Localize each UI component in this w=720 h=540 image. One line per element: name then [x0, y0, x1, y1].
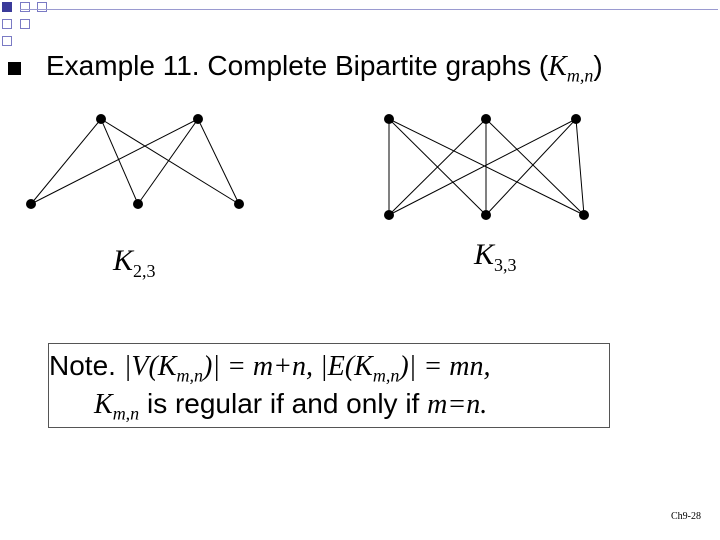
note-math: |V(K	[123, 351, 177, 382]
graph-k23-label: K2,3	[113, 244, 156, 282]
note-sub: m,n	[112, 403, 140, 424]
edge	[575, 118, 585, 216]
header-rule	[20, 9, 718, 10]
vertex	[193, 114, 203, 124]
edge	[388, 118, 487, 216]
corner-square	[37, 2, 47, 12]
note-line-2: Km,n is regular if and only if m=n.	[94, 388, 487, 425]
note-math: )| = mn,	[399, 351, 491, 382]
graph-label-sub: 3,3	[494, 255, 517, 275]
corner-square	[20, 2, 30, 12]
graph-k33-label: K3,3	[474, 238, 517, 276]
edge	[137, 118, 199, 205]
note-sub: m,n	[372, 365, 400, 386]
vertex	[571, 114, 581, 124]
note-sub: m,n	[176, 365, 204, 386]
note-line-1: Note. |V(Km,n)| = m+n, |E(Km,n)| = mn,	[49, 350, 491, 387]
edge	[30, 118, 199, 205]
vertex	[481, 114, 491, 124]
title-var: K	[548, 51, 567, 82]
vertex	[384, 210, 394, 220]
corner-square	[20, 19, 30, 29]
corner-square	[2, 2, 12, 12]
note-prefix: Note.	[49, 350, 124, 381]
graph-label-base: K	[113, 244, 134, 277]
bullet-icon	[8, 62, 21, 75]
vertex	[481, 210, 491, 220]
vertex	[96, 114, 106, 124]
vertex	[234, 199, 244, 209]
note-var: K	[94, 389, 113, 420]
note-text: is regular if and only if	[139, 388, 428, 419]
vertex	[133, 199, 143, 209]
note-box: Note. |V(Km,n)| = m+n, |E(Km,n)| = mn, K…	[48, 343, 610, 428]
slide-number: Ch9-28	[671, 511, 701, 522]
corner-square	[2, 36, 12, 46]
edge	[388, 118, 577, 216]
vertex	[384, 114, 394, 124]
graph-label-base: K	[474, 238, 495, 271]
edge	[100, 118, 139, 205]
vertex	[579, 210, 589, 220]
title-suffix: )	[593, 50, 603, 81]
corner-square	[2, 19, 12, 29]
edge	[485, 118, 577, 216]
note-math: )| = m+n, |E(K	[203, 351, 373, 382]
title-sub: m,n	[566, 65, 594, 86]
slide-title: Example 11. Complete Bipartite graphs (K…	[46, 50, 603, 87]
title-text: Example 11. Complete Bipartite graphs (	[46, 50, 549, 81]
graph-label-sub: 2,3	[133, 261, 156, 281]
edge	[100, 118, 240, 205]
edge	[30, 118, 102, 205]
edge	[197, 118, 240, 205]
note-math: m=n.	[427, 389, 488, 420]
vertex	[26, 199, 36, 209]
edge	[485, 118, 585, 216]
